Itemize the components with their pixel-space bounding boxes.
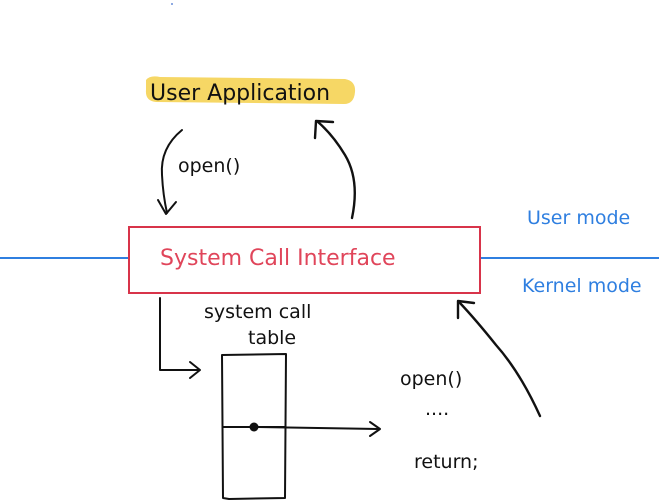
system-call-table xyxy=(221,353,287,500)
open-call-label: open() xyxy=(178,155,240,177)
handler-open-label: open() xyxy=(400,368,462,390)
table-to-handler-arrow xyxy=(257,426,379,430)
interface-to-table-arrow xyxy=(159,297,199,371)
user-application-highlight xyxy=(145,76,356,104)
user-application-label: User Application xyxy=(150,81,330,106)
open-call-arrow xyxy=(160,129,183,214)
handler-return-arrowhead xyxy=(456,299,476,320)
return-to-app-arrowhead xyxy=(313,119,335,140)
handler-return-arrow xyxy=(458,301,542,418)
handler-return-label: return; xyxy=(414,451,479,473)
interface-to-table-arrowhead xyxy=(189,361,201,379)
system-call-table-label-line1: system call xyxy=(204,301,311,323)
kernel-mode-label: Kernel mode xyxy=(522,275,642,297)
system-call-table-entry-dot xyxy=(249,422,259,432)
user-mode-label: User mode xyxy=(527,207,630,229)
open-call-arrowhead xyxy=(157,199,177,215)
system-call-table-label-line2: table xyxy=(248,327,296,349)
system-call-interface-box xyxy=(128,226,481,294)
table-to-handler-arrowhead xyxy=(369,421,381,437)
return-to-app-arrow xyxy=(316,120,356,220)
system-call-interface-label: System Call Interface xyxy=(160,246,396,271)
stray-dot xyxy=(171,3,173,5)
handler-ellipsis-label: .... xyxy=(425,398,449,420)
